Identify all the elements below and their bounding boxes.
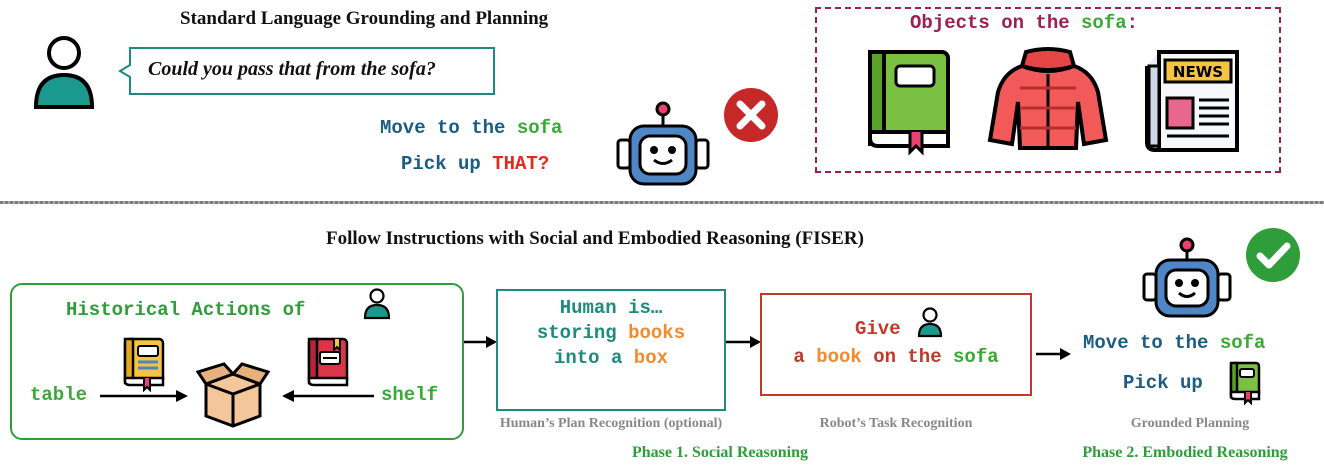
speech-bubble [118,47,495,95]
red-book-icon [307,337,349,387]
table-label: table [30,384,88,406]
green-book-icon [868,50,950,156]
plan-recognition-text: Human is… storing books into a box [536,297,686,369]
historical-actions-box [10,283,464,440]
arrow-to-plan [464,336,497,348]
bottom-title: Follow Instructions with Social and Embo… [326,228,864,249]
caption-task-recognition: Robot’s Task Recognition [819,416,973,431]
arrow-to-grounded [1036,348,1071,360]
news-label: NEWS [1173,63,1223,81]
objects-title: Objects on the sofa: [910,12,1139,34]
top-title: Standard Language Grounding and Planning [180,8,549,29]
robot-command-move: Move to the sofa [380,117,563,139]
caption-grounded-planning: Grounded Planning [1130,416,1250,431]
caption-plan-recognition: Human’s Plan Recognition (optional) [499,416,723,431]
robot-command-pickup: Pick up THAT? [401,153,550,175]
robot-icon [1142,237,1232,318]
task-recognition-box [760,293,1032,396]
objects-box [815,7,1281,173]
grounded-move-text: Move to the sofa [1083,332,1266,354]
speech-text: Could you pass that from the sofa? [148,58,436,80]
task-target-text: a book on the sofa [793,346,999,368]
arrow-table-to-box [100,390,188,402]
person-icon [33,36,95,109]
section-divider [0,201,1324,204]
person-small-icon [917,307,943,338]
historical-actions-title: Historical Actions of [66,299,306,321]
jacket-icon [987,47,1109,150]
arrow-to-task [726,336,761,348]
robot-icon [616,101,710,186]
fail-x-icon [724,88,778,142]
grounded-pickup-text: Pick up [1123,372,1203,394]
newspaper-icon: NEWS [1145,50,1239,152]
green-book-small-icon [1229,361,1261,406]
box-icon [196,362,270,428]
plan-recognition-box [496,289,726,411]
phase1-label: Phase 1. Social Reasoning [631,444,808,461]
shelf-label: shelf [381,384,439,406]
success-check-icon [1246,228,1300,282]
task-give-text: Give [855,318,901,340]
phase2-label: Phase 2. Embodied Reasoning [1082,444,1288,461]
yellow-book-icon [123,337,165,392]
arrow-shelf-to-box [282,390,374,402]
person-small-icon [363,288,391,320]
